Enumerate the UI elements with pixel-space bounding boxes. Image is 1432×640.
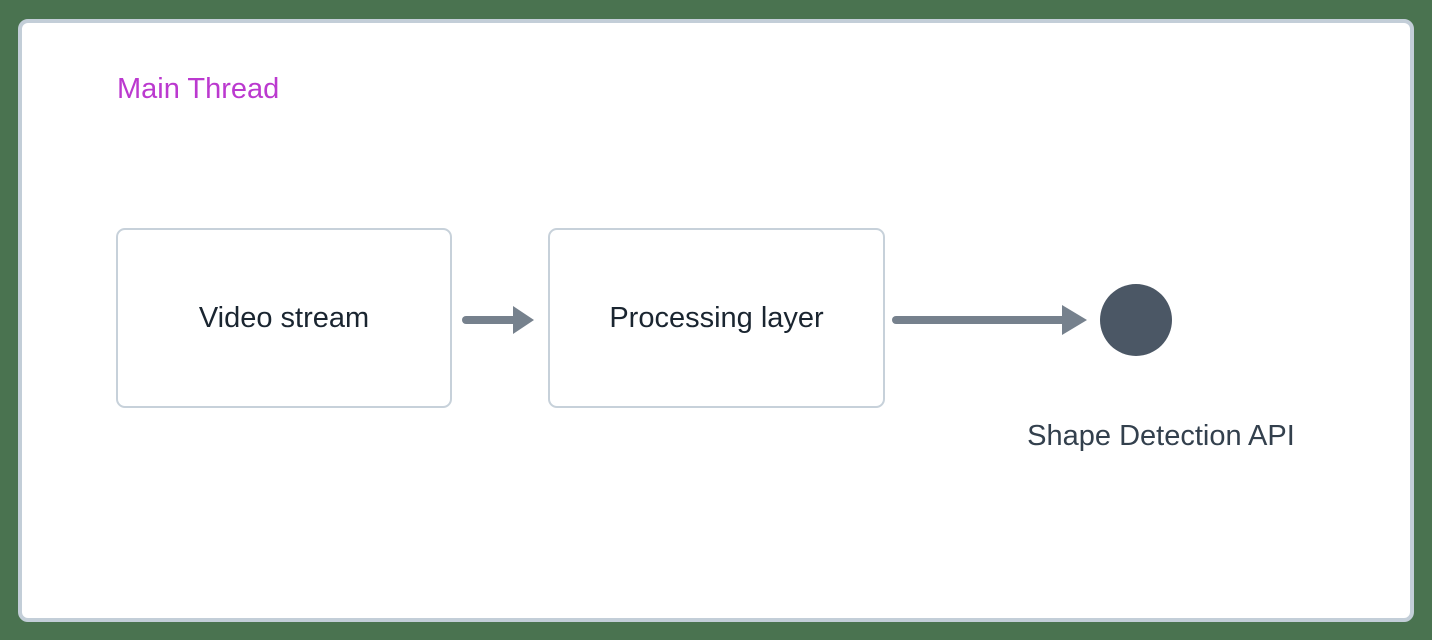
- node-video-stream-label: Video stream: [198, 301, 370, 334]
- main-thread-label: Main Thread: [117, 73, 280, 105]
- node-processing-layer-label: Processing layer: [609, 301, 824, 334]
- node-video-stream: Video stream: [116, 228, 452, 408]
- shape-detection-api-label: Shape Detection API: [1027, 420, 1295, 452]
- node-processing-layer: Processing layer: [548, 228, 885, 408]
